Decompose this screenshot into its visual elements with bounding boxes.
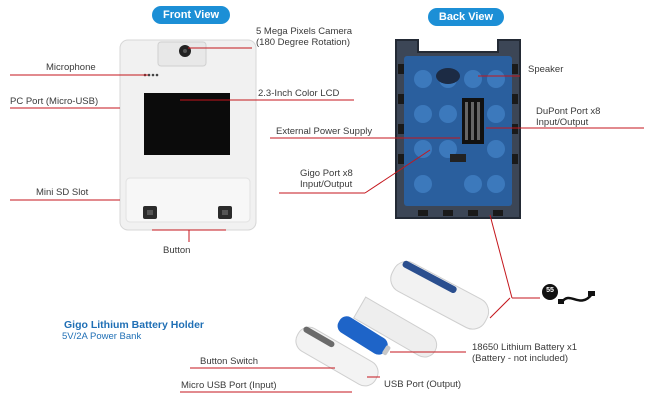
front-device-illustration — [119, 39, 257, 231]
lcd-screen — [144, 93, 230, 155]
button-switch-label: Button Switch — [200, 356, 259, 367]
speaker-label: Speaker — [528, 64, 564, 75]
micro-usb-label: Micro USB Port (Input) — [181, 380, 277, 391]
back-view-header: Back View — [428, 8, 504, 26]
gigo-port-label: Gigo Port x8 Input/Output — [300, 168, 353, 190]
back-board-illustration — [395, 39, 521, 219]
lithium-battery-label: 18650 Lithium Battery x1 (Battery - not … — [472, 342, 578, 364]
speaker-icon — [436, 68, 460, 84]
battery-holder-illustration — [295, 260, 490, 387]
lithium-battery — [337, 316, 388, 355]
button-label: Button — [163, 245, 191, 256]
cable-badge: 55 — [546, 287, 554, 294]
battery-holder-title: Gigo Lithium Battery Holder — [64, 319, 205, 331]
external-power-port — [450, 154, 466, 162]
usb-port-label: USB Port (Output) — [384, 379, 462, 390]
usb-cable-icon — [542, 284, 595, 304]
camera-label: 5 Mega Pixels Camera (180 Degree Rotatio… — [256, 26, 353, 48]
battery-holder-subtitle: 5V/2A Power Bank — [62, 331, 142, 342]
dupont-label: DuPont Port x8 Input/Output — [536, 106, 601, 128]
pc-port-label: PC Port (Micro-USB) — [10, 96, 99, 107]
mini-sd-label: Mini SD Slot — [36, 187, 89, 198]
lcd-label: 2.3-Inch Color LCD — [258, 88, 340, 99]
microphone-label: Microphone — [46, 62, 96, 73]
front-view-header: Front View — [152, 6, 230, 24]
external-power-label: External Power Supply — [276, 126, 373, 137]
